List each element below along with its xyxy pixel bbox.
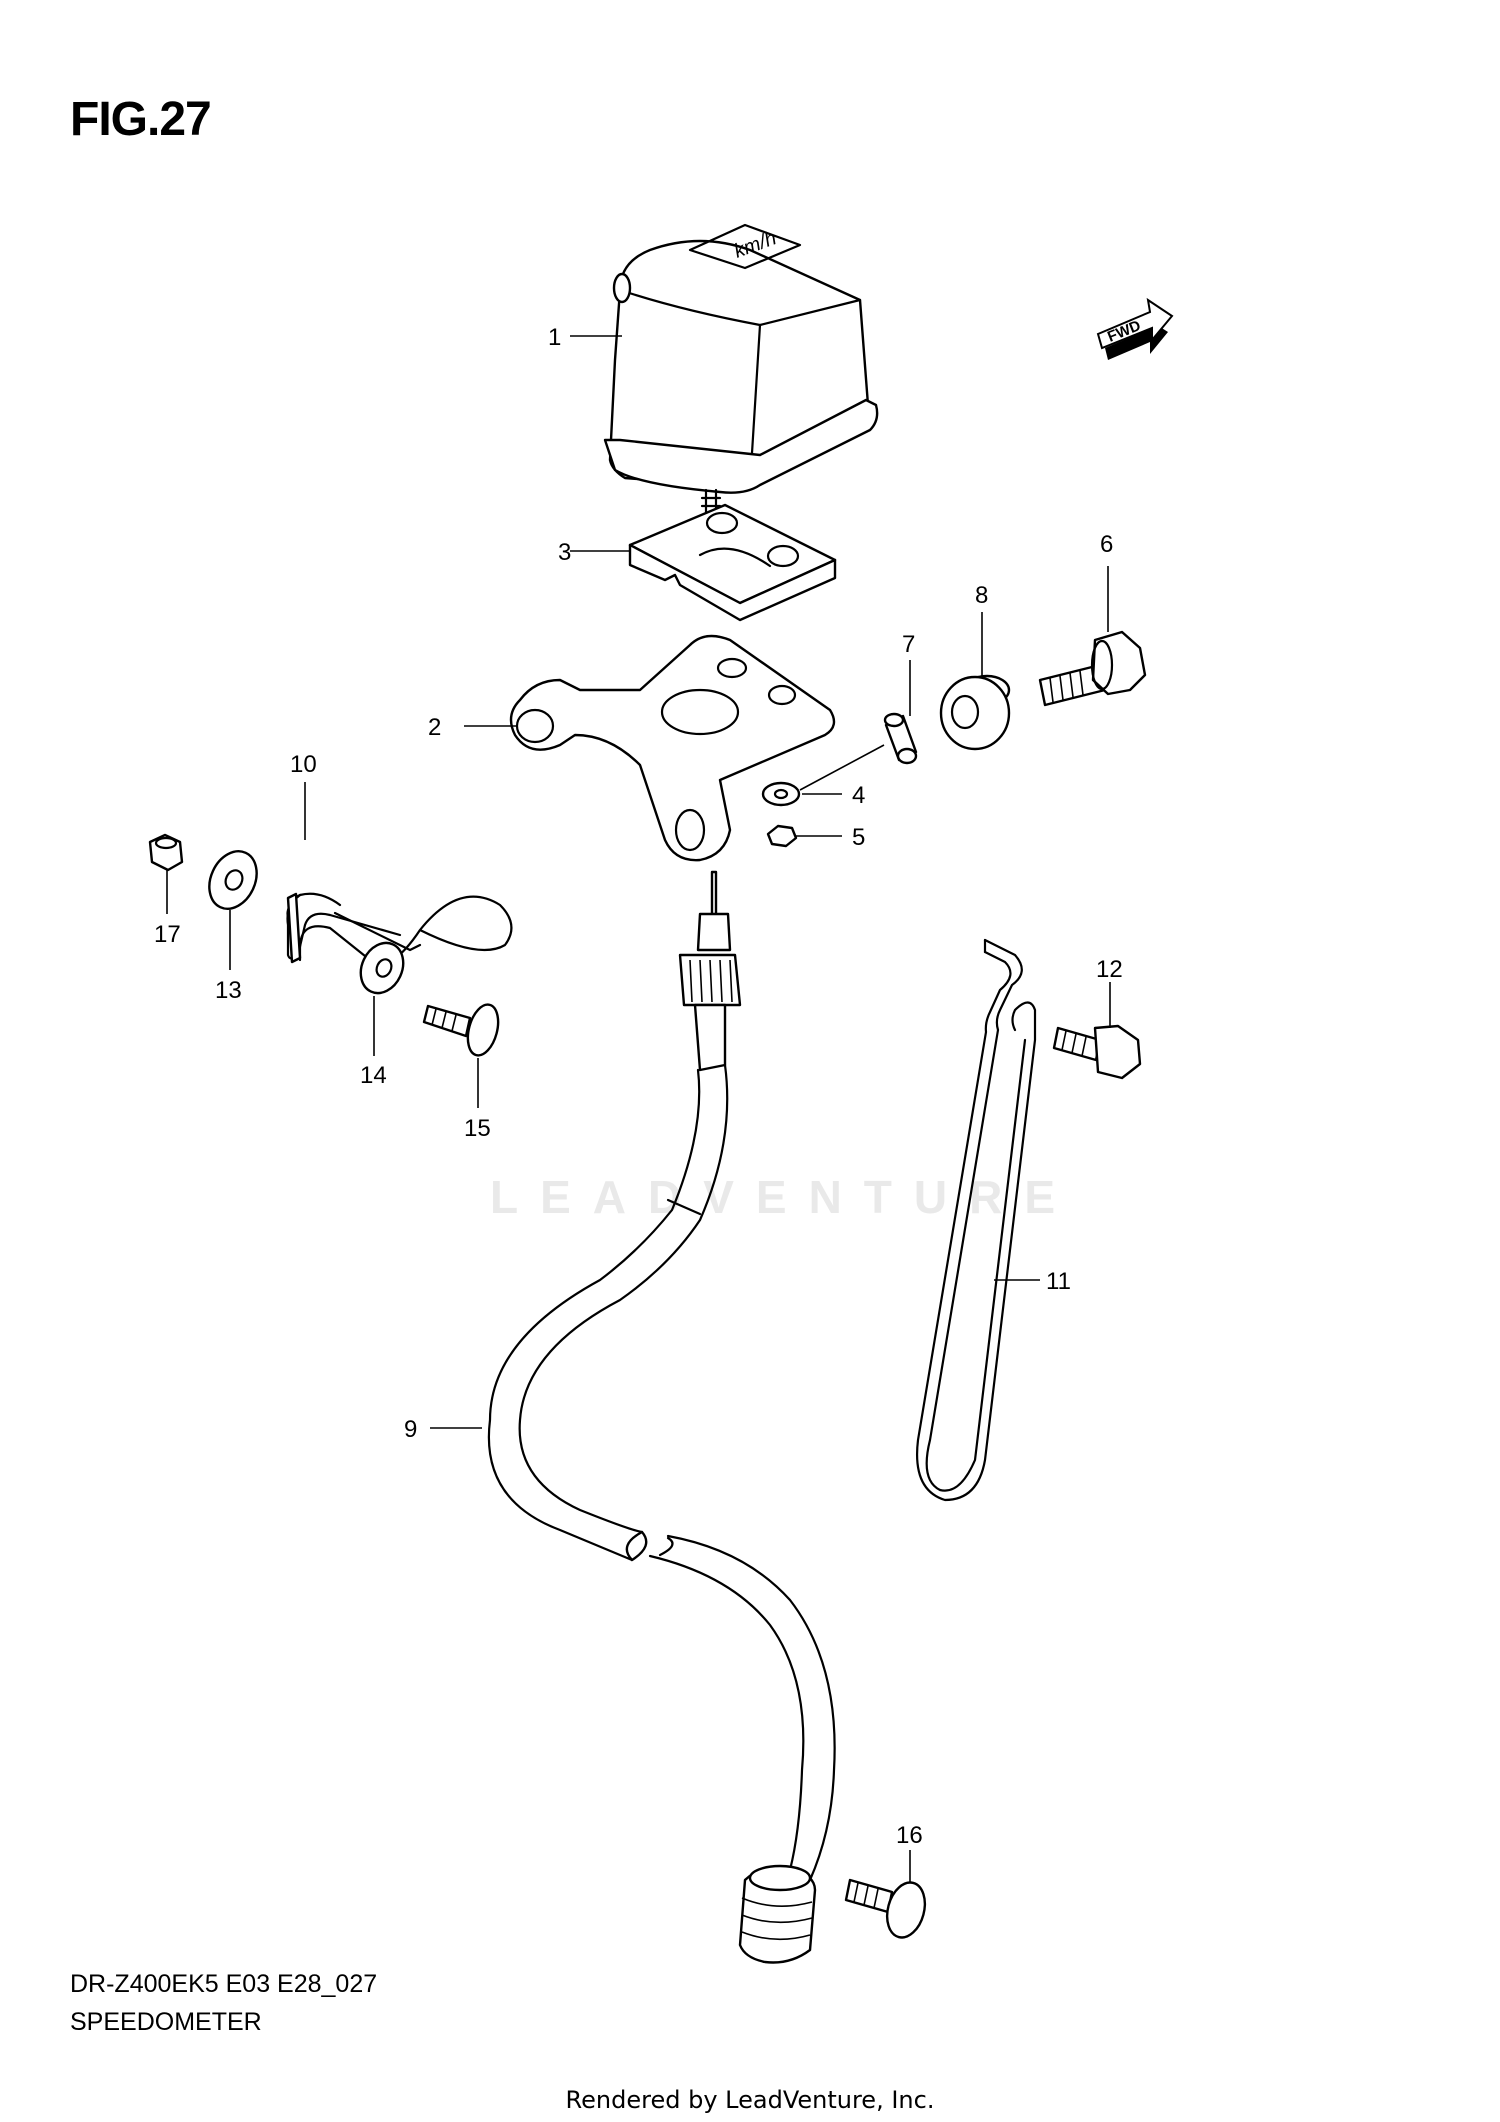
part-6-bolt	[1038, 630, 1147, 707]
callout-6: 6	[1100, 531, 1113, 558]
part-13-washer	[208, 850, 258, 910]
callout-leader-lines	[166, 335, 1111, 1882]
callout-4: 4	[852, 782, 865, 809]
callout-labels: 1 2 3 4 5 6 7 8 9 10 11 12 13 14 15 16 1…	[154, 324, 1123, 1849]
callout-2: 2	[428, 714, 441, 741]
callout-17: 17	[154, 921, 181, 948]
model-code: DR-Z400EK5 E03 E28_027	[70, 1970, 378, 1998]
callout-3: 3	[558, 539, 571, 566]
part-9-speedometer-cable	[487, 870, 836, 1964]
part-16-screw	[844, 1878, 927, 1939]
rendered-by-credit: Rendered by LeadVenture, Inc.	[565, 2086, 935, 2114]
part-5-nut	[766, 824, 798, 848]
callout-10: 10	[290, 751, 317, 778]
callout-7: 7	[902, 631, 915, 658]
fwd-direction-badge: FWD	[1096, 297, 1174, 360]
part-12-bolt	[1052, 1024, 1142, 1080]
callout-8: 8	[975, 582, 988, 609]
callout-11: 11	[1046, 1268, 1071, 1295]
part-10-wire-clamp	[286, 892, 513, 965]
callout-15: 15	[464, 1115, 491, 1142]
part-7-spacer	[883, 712, 918, 765]
part-1-speedometer-housing: km/h	[603, 223, 879, 517]
callout-14: 14	[360, 1062, 387, 1089]
part-4-washer	[761, 781, 801, 807]
callout-1: 1	[548, 324, 561, 351]
part-14-washer	[359, 941, 405, 995]
callout-13: 13	[215, 977, 242, 1004]
figure-title: FIG.27	[70, 93, 212, 146]
callout-5: 5	[852, 824, 865, 851]
callout-9: 9	[404, 1416, 417, 1443]
part-8-grommet	[939, 674, 1011, 751]
callout-12: 12	[1096, 956, 1123, 983]
part-15-screw	[422, 1003, 500, 1057]
part-17-nut	[148, 833, 184, 872]
part-11-wire-guide	[916, 938, 1037, 1502]
assembly-name: SPEEDOMETER	[70, 2008, 262, 2036]
callout-16: 16	[896, 1822, 923, 1849]
part-3-cushion-plate	[628, 503, 837, 622]
